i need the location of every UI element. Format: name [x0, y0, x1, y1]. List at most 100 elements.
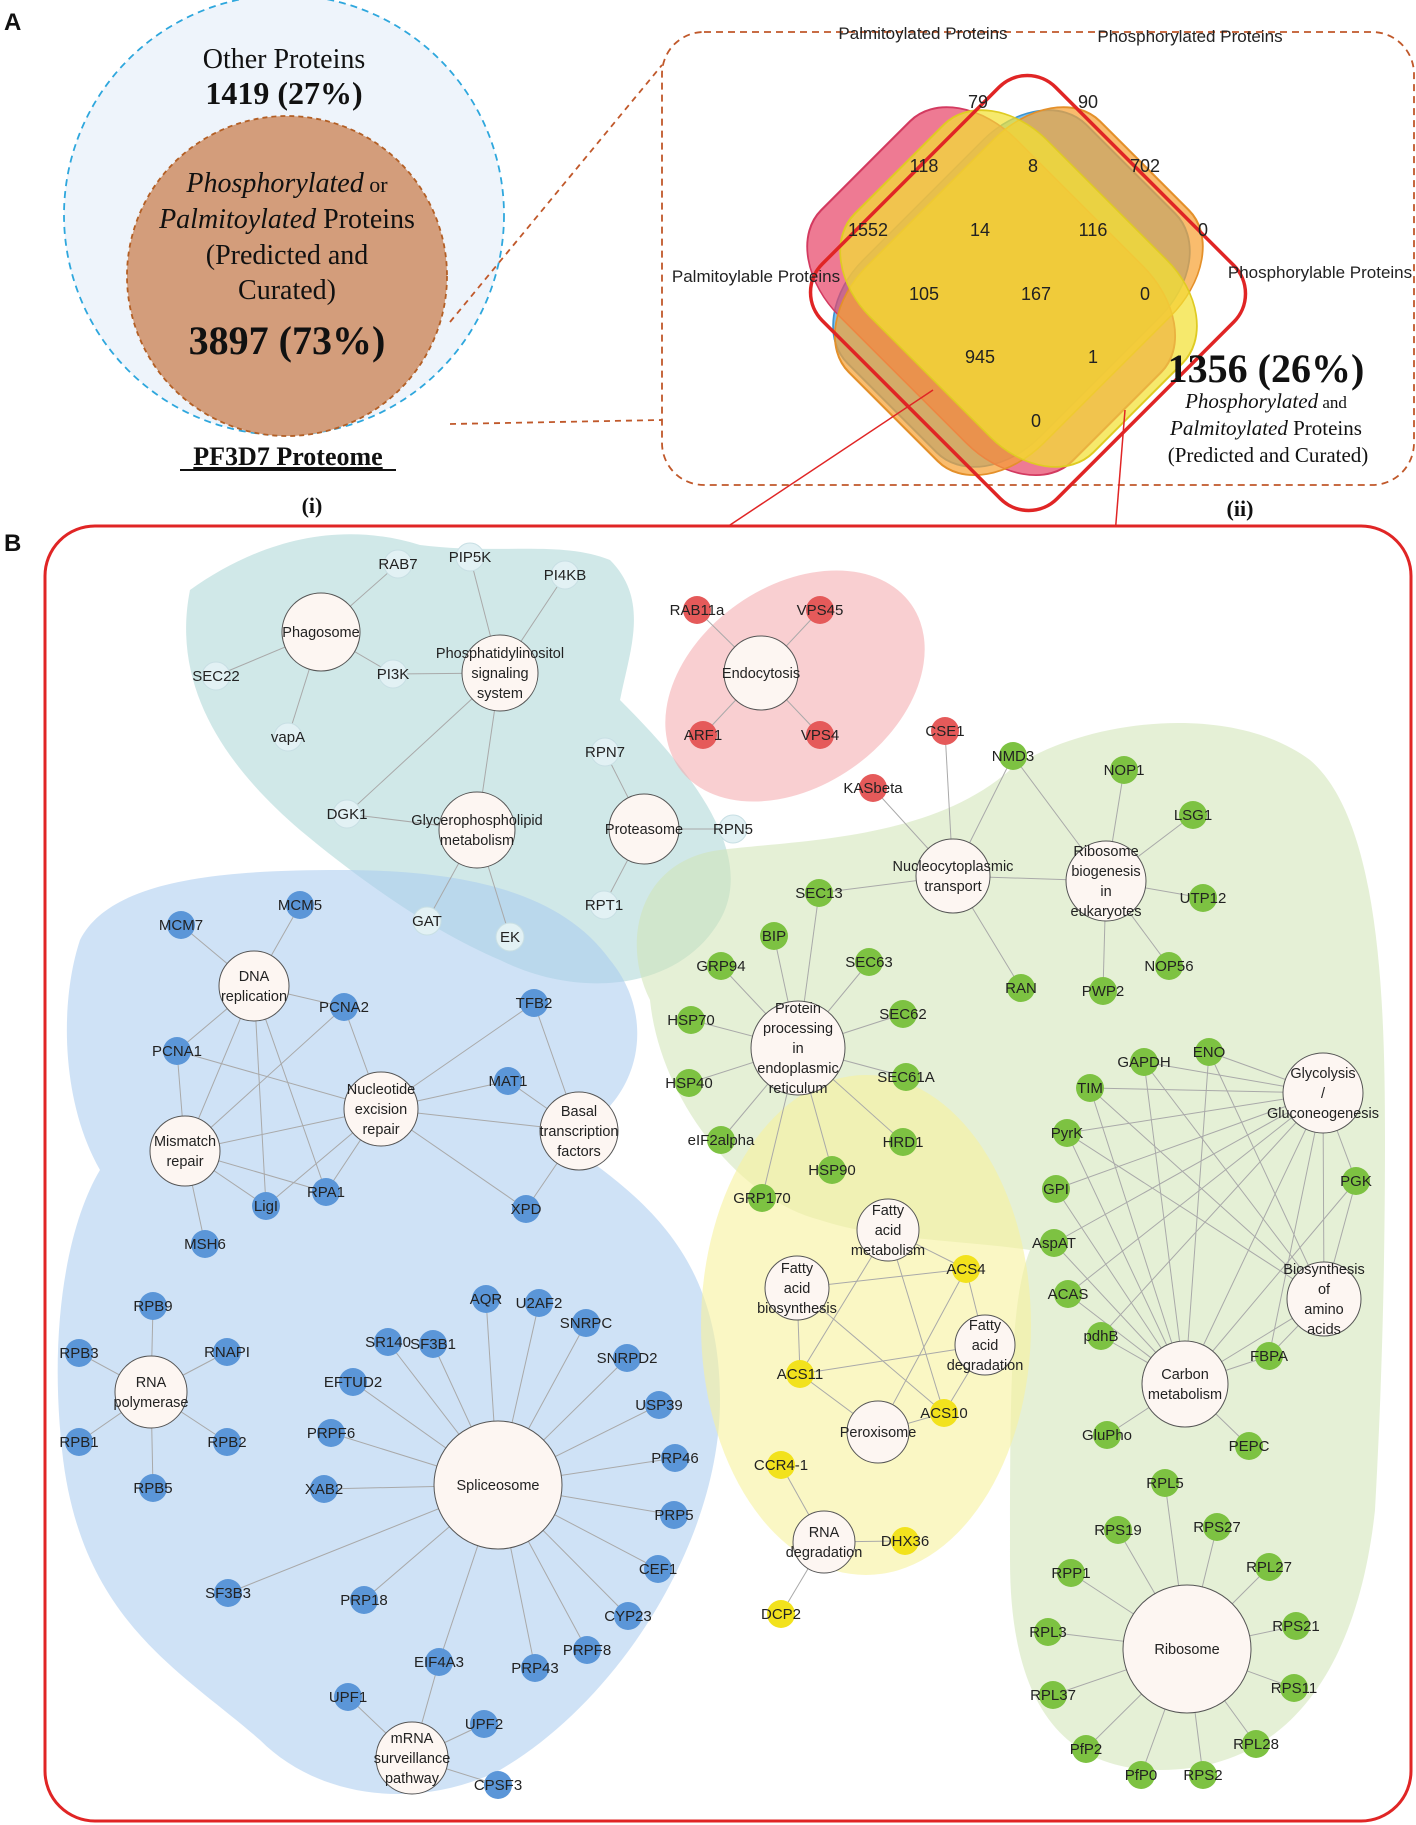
cluster-yellow: [701, 1075, 1031, 1575]
gene-label: LSG1: [1174, 807, 1212, 824]
venn-count: 0: [1198, 220, 1208, 240]
gene-label: RPL27: [1246, 1559, 1292, 1576]
gene-circle: [573, 1636, 601, 1664]
network-edge: [1066, 1132, 1325, 1300]
gene-node-rpn7: RPN7: [585, 737, 625, 767]
hub-label: biosynthesis: [757, 1301, 837, 1317]
gene-label: HSP90: [808, 1162, 856, 1179]
hub-label: endoplasmic: [757, 1061, 838, 1077]
gene-node-rpl5: RPL5: [1146, 1469, 1184, 1497]
gene-node-mat1: MAT1: [489, 1067, 527, 1095]
gene-circle: [419, 1330, 447, 1358]
gene-circle: [644, 1555, 672, 1583]
gene-node-rpa1: RPA1: [307, 1178, 345, 1206]
gene-circle: [660, 1501, 688, 1529]
gene-circle: [1280, 1674, 1308, 1702]
hub-circle: [846, 1400, 910, 1464]
network-edge: [1089, 1087, 1186, 1385]
gene-circle: [1179, 801, 1207, 829]
hub-label: reticulum: [769, 1081, 828, 1097]
gene-node-eno: ENO: [1193, 1038, 1225, 1066]
gene-label: PRP43: [511, 1660, 559, 1677]
gene-node-vapa: vapA: [271, 722, 305, 752]
gene-label: SEC13: [795, 885, 843, 902]
gene-circle: [1110, 756, 1138, 784]
gene-node-pfp2: PfP2: [1070, 1735, 1102, 1763]
gene-circle: [1040, 1229, 1068, 1257]
gene-label: MSH6: [184, 1236, 226, 1253]
hub-label: DNA: [239, 969, 270, 985]
gene-circle: [213, 1338, 241, 1366]
gene-circle: [1087, 1322, 1115, 1350]
hub-label: Glycerophospholipid: [411, 813, 542, 829]
venn-set-phosphorylable: [839, 109, 1198, 468]
gene-node-usp39: USP39: [635, 1391, 683, 1419]
gene-circle: [1076, 1074, 1104, 1102]
gene-circle: [589, 890, 619, 920]
gene-label: EFTUD2: [324, 1374, 382, 1391]
gene-circle: [378, 659, 408, 689]
gene-label: MCM5: [278, 897, 322, 914]
network-edge: [1100, 1092, 1324, 1337]
red-connector-left: [726, 389, 934, 528]
gene-label: FBPA: [1250, 1348, 1288, 1365]
hub-label: degradation: [786, 1545, 863, 1561]
panel-label-a: A: [4, 9, 21, 36]
gene-circle: [613, 1344, 641, 1372]
gene-circle: [661, 1444, 689, 1472]
gene-circle: [350, 1586, 378, 1614]
gene-node-rpl37: RPL37: [1030, 1681, 1076, 1709]
network-edge: [1067, 1092, 1324, 1295]
gene-circle: [707, 952, 735, 980]
hub-label: pathway: [385, 1771, 440, 1787]
gene-circle: [855, 948, 883, 976]
gene-circle: [332, 799, 362, 829]
gene-node-rps21: RPS21: [1272, 1612, 1320, 1640]
gene-label: RPN7: [585, 744, 625, 761]
hub-label: Nucleotide: [347, 1082, 416, 1098]
gene-node-acas: ACAS: [1048, 1280, 1089, 1308]
gene-circle: [677, 1006, 705, 1034]
gene-circle: [999, 742, 1027, 770]
gene-node-pgk: PGK: [1340, 1167, 1372, 1195]
panel-label-ii: (ii): [1227, 496, 1254, 521]
hub-label: acid: [972, 1338, 999, 1354]
gene-label: HSP40: [665, 1075, 713, 1092]
gene-label: CPSF3: [474, 1777, 522, 1794]
gene-label: RAB11a: [670, 602, 725, 619]
gene-circle: [645, 1391, 673, 1419]
gene-circle: [317, 1419, 345, 1447]
gene-label: SNRPD2: [597, 1350, 658, 1367]
hub-label: system: [477, 686, 523, 702]
gene-node-snrpd2: SNRPD2: [597, 1344, 658, 1372]
gene-node-rpn5: RPN5: [713, 814, 753, 844]
gene-node-rpb5: RPB5: [133, 1474, 173, 1502]
gene-circle: [805, 879, 833, 907]
gene-node-rpb2: RPB2: [207, 1428, 247, 1456]
gene-node-hsp70: HSP70: [667, 1006, 715, 1034]
gene-node-rpb3: RPB3: [59, 1339, 99, 1367]
gene-circle: [931, 717, 959, 745]
venn-label-phosphorylated: Phosphorylated Proteins: [1097, 27, 1282, 46]
gene-circle: [1342, 1167, 1370, 1195]
gene-node-prpf8: PRPF8: [563, 1636, 611, 1664]
gene-circle: [806, 596, 834, 624]
gene-node-aspat: AspAT: [1032, 1229, 1076, 1257]
gene-label: PyrK: [1051, 1125, 1084, 1142]
network-edge: [253, 985, 327, 1193]
hub-circle: [1286, 1261, 1362, 1337]
gene-label: USP39: [635, 1397, 683, 1414]
proteome-caption: PF3D7 Proteome: [193, 442, 382, 471]
inner-line-4: Curated): [238, 275, 336, 306]
gene-label: ACAS: [1048, 1286, 1089, 1303]
venn-highlight-line-2: Palmitoylated Proteins: [1169, 416, 1362, 440]
gene-node-rps2: RPS2: [1183, 1761, 1223, 1789]
gene-label: PRP5: [654, 1507, 693, 1524]
gene-label: RPN5: [713, 821, 753, 838]
hub-label: transport: [924, 879, 981, 895]
gene-node-prp18: PRP18: [340, 1586, 388, 1614]
